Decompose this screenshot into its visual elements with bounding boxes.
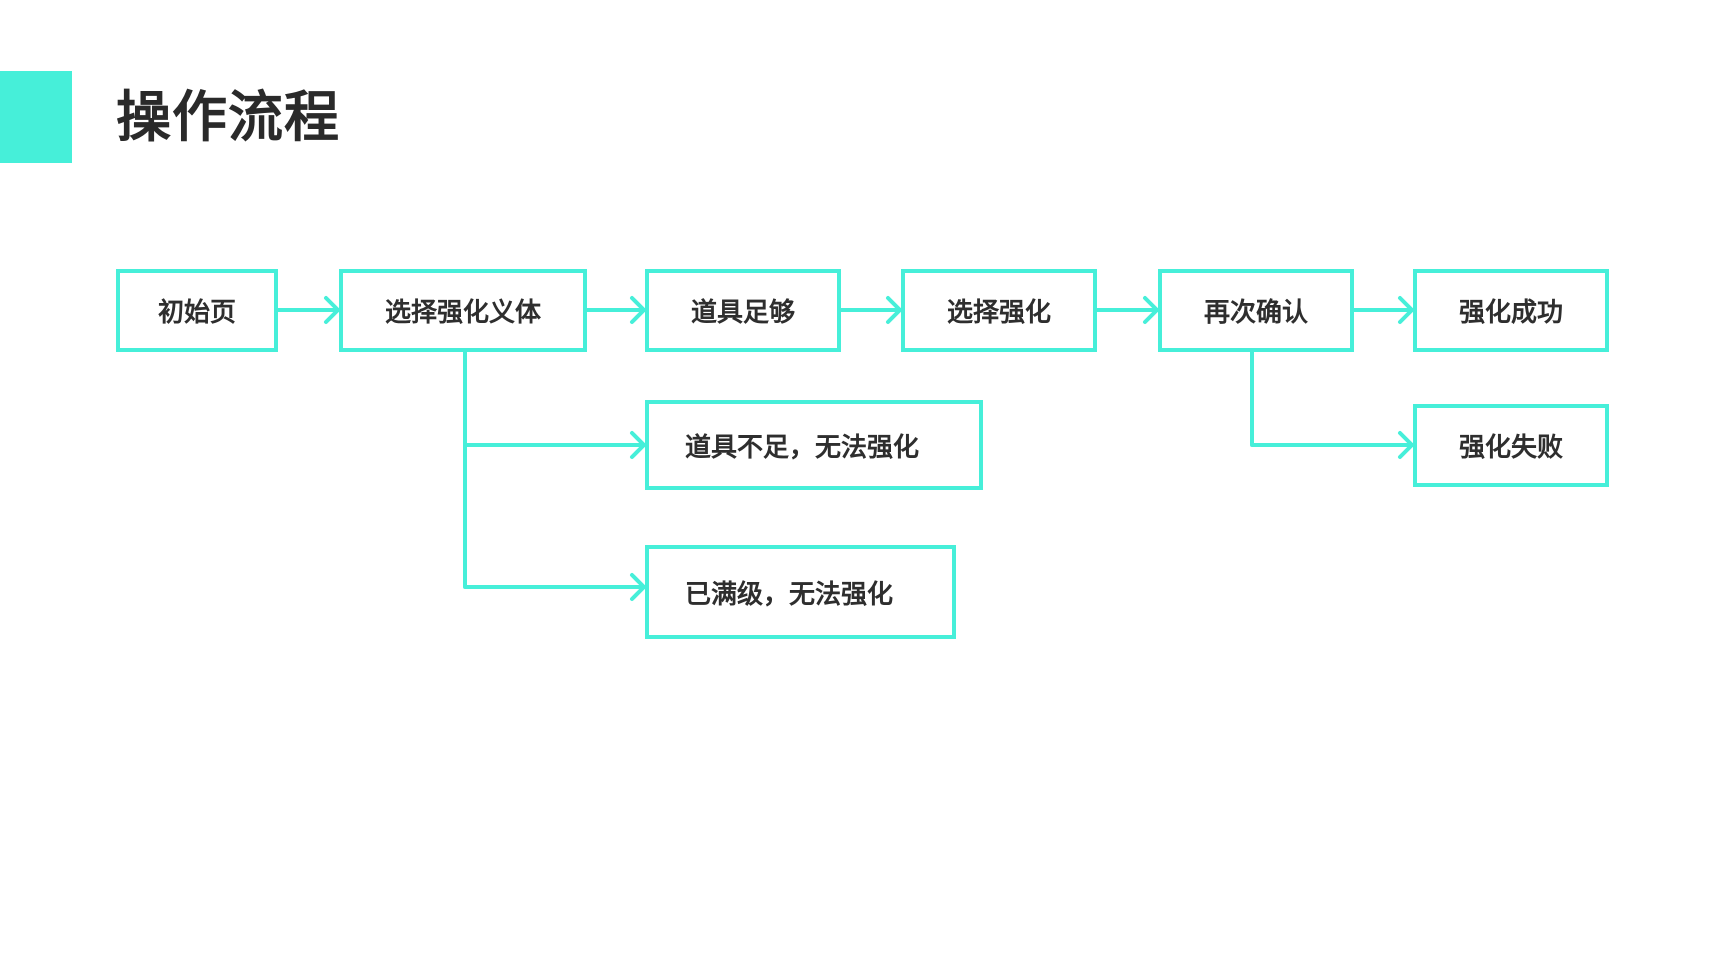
title-accent-block	[0, 71, 72, 163]
arrowhead-max-level	[630, 573, 646, 601]
arrowhead-select-body	[324, 296, 340, 324]
node-select-enhance-body-label: 选择强化义体	[384, 298, 541, 328]
node-max-level: 已满级，无法强化	[645, 545, 956, 639]
node-select-enhance-body: 选择强化义体	[339, 269, 587, 352]
arrowhead-insufficient	[630, 431, 646, 459]
node-confirm-again-label: 再次确认	[1203, 298, 1308, 328]
node-initial-page-label: 初始页	[157, 298, 236, 328]
node-items-sufficient: 道具足够	[645, 269, 841, 352]
arrowhead-select-enhance	[886, 296, 902, 324]
arrowhead-failed	[1398, 431, 1414, 459]
page-title: 操作流程	[116, 85, 341, 149]
connector-confirm-to-failed	[1250, 348, 1414, 447]
node-items-insufficient-label: 道具不足，无法强化	[685, 432, 920, 463]
node-enhance-failed: 强化失败	[1413, 404, 1609, 487]
node-confirm-again: 再次确认	[1158, 269, 1354, 352]
node-enhance-success: 强化成功	[1413, 269, 1609, 352]
node-enhance-failed-label: 强化失败	[1458, 433, 1563, 463]
node-items-sufficient-label: 道具足够	[690, 298, 795, 328]
node-select-enhance: 选择强化	[901, 269, 1097, 352]
node-initial-page: 初始页	[116, 269, 278, 352]
node-items-insufficient: 道具不足，无法强化	[645, 400, 983, 490]
arrowhead-confirm	[1143, 296, 1159, 324]
arrowhead-items-sufficient	[630, 296, 646, 324]
connector-select-body-to-max-level	[463, 443, 646, 589]
node-max-level-label: 已满级，无法强化	[685, 579, 894, 610]
node-enhance-success-label: 强化成功	[1458, 298, 1563, 328]
arrowhead-success	[1398, 296, 1414, 324]
connector-select-body-to-insufficient	[463, 348, 646, 447]
node-select-enhance-label: 选择强化	[946, 298, 1051, 328]
